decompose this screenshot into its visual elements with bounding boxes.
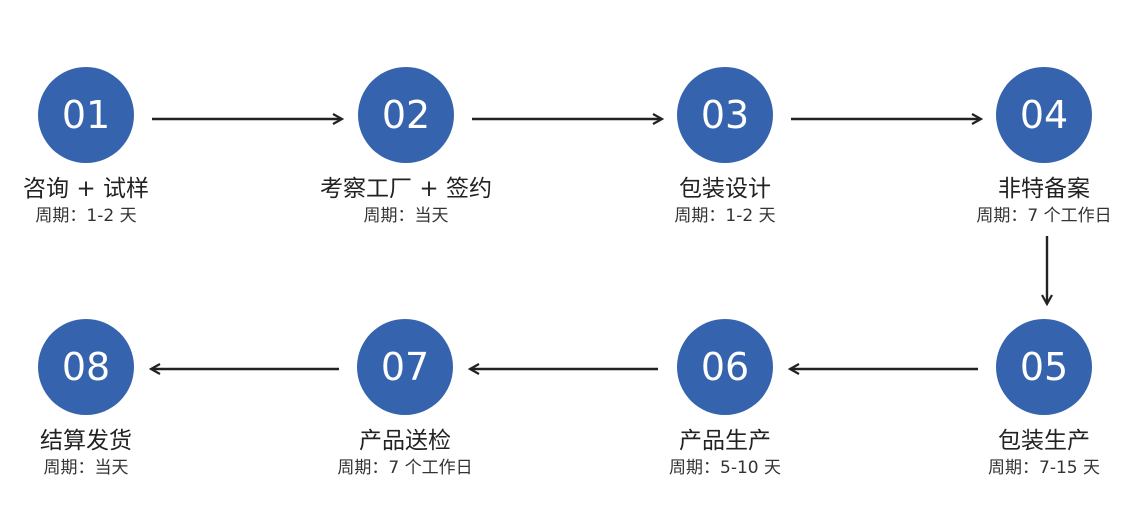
step-number-badge: 06 [677, 319, 773, 415]
step-title: 包装生产 [998, 428, 1090, 454]
step-period: 周期：5-10 天 [669, 458, 781, 478]
step-number-badge: 05 [996, 319, 1092, 415]
step-number-badge: 08 [38, 319, 134, 415]
step-title: 非特备案 [998, 176, 1090, 202]
step-number-badge: 03 [677, 67, 773, 163]
step-title: 产品生产 [679, 428, 771, 454]
step-number-badge: 04 [996, 67, 1092, 163]
step-number-badge: 07 [357, 319, 453, 415]
step-period: 周期：当天 [43, 458, 129, 478]
step-number-badge: 01 [38, 67, 134, 163]
step-number-badge: 02 [358, 67, 454, 163]
step-period: 周期：7 个工作日 [976, 206, 1112, 226]
step-period: 周期：1-2 天 [35, 206, 137, 226]
step-03: 03 包装设计 周期：1-2 天 [625, 67, 825, 227]
step-08: 08 结算发货 周期：当天 [0, 319, 186, 479]
step-06: 06 产品生产 周期：5-10 天 [625, 319, 825, 479]
step-title: 咨询 + 试样 [23, 176, 149, 202]
step-title: 结算发货 [40, 428, 132, 454]
step-period: 周期：7 个工作日 [337, 458, 473, 478]
step-07: 07 产品送检 周期：7 个工作日 [305, 319, 505, 479]
step-period: 周期：当天 [363, 206, 449, 226]
step-02: 02 考察工厂 + 签约 周期：当天 [306, 67, 506, 227]
step-04: 04 非特备案 周期：7 个工作日 [944, 67, 1140, 227]
step-title: 产品送检 [359, 428, 451, 454]
step-title: 包装设计 [679, 176, 771, 202]
step-01: 01 咨询 + 试样 周期：1-2 天 [0, 67, 186, 227]
step-period: 周期：7-15 天 [988, 458, 1100, 478]
step-period: 周期：1-2 天 [674, 206, 776, 226]
step-05: 05 包装生产 周期：7-15 天 [944, 319, 1140, 479]
step-title: 考察工厂 + 签约 [320, 176, 492, 202]
